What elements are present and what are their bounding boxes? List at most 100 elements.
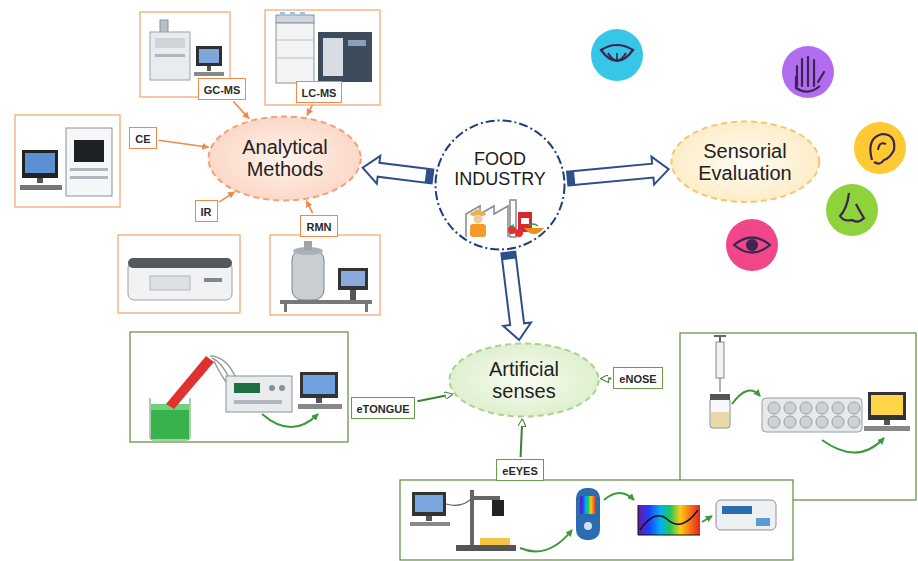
nmr-instrument <box>350 290 356 300</box>
e-nose-setup <box>832 402 844 414</box>
e-eye-setup <box>410 522 450 526</box>
lc-ms-instrument <box>290 12 295 16</box>
technique-label: GC-MS <box>204 84 241 97</box>
pointer-arrow <box>417 394 452 401</box>
e-tongue-setup <box>166 356 214 409</box>
flow-arrow <box>363 156 434 184</box>
e-nose-setup <box>784 416 796 428</box>
flow-arrow <box>363 156 434 184</box>
smell-icon <box>840 193 864 222</box>
instrument-frame <box>15 10 380 315</box>
ce-instrument <box>66 128 112 196</box>
pointer-arrow <box>601 378 611 379</box>
pointer-arrow <box>219 192 234 202</box>
category-title: Sensorial Evaluation <box>692 140 798 184</box>
e-tongue-setup <box>269 385 275 391</box>
ce-instrument <box>20 128 112 196</box>
category-title: Analytical Methods <box>229 136 341 180</box>
e-eye-setup <box>756 518 770 526</box>
e-tongue-setup <box>279 385 285 391</box>
nmr-instrument <box>365 304 368 312</box>
flow-arrow <box>501 252 531 340</box>
device-label: eEYES <box>502 465 537 478</box>
e-nose-setup <box>768 416 780 428</box>
e-nose-setup <box>762 398 862 432</box>
ce-instrument <box>37 178 43 183</box>
lc-ms-instrument <box>276 23 314 83</box>
hearing-icon <box>878 143 886 150</box>
ce-instrument <box>70 176 108 179</box>
e-eye-setup <box>638 505 639 535</box>
e-nose-setup <box>716 342 724 378</box>
pointer-arrow <box>159 140 209 147</box>
e-tongue-setup <box>303 375 335 394</box>
lc-ms-instrument <box>280 12 285 16</box>
e-eye-setup <box>415 495 443 512</box>
pointer-arrow <box>601 377 611 379</box>
category-ellipse: Sensorial Evaluation <box>670 120 821 204</box>
flow-arrow-tail <box>567 171 575 186</box>
industry-icon <box>510 224 514 228</box>
category-ellipse: Analytical Methods <box>207 115 362 202</box>
pointer-arrow <box>306 201 312 214</box>
e-nose-setup <box>720 378 721 392</box>
ellipse-outline <box>209 116 361 200</box>
device-tag: eEYES <box>496 459 543 481</box>
lc-ms-instrument <box>276 40 314 41</box>
pointer-arrow <box>219 192 234 202</box>
device-frame <box>680 333 916 500</box>
industry-icon <box>470 224 486 237</box>
gc-ms-instrument <box>155 54 185 57</box>
lc-ms-instrument <box>348 40 366 46</box>
ce-instrument <box>22 150 58 178</box>
category-title: Artificial senses <box>474 358 574 402</box>
e-nose-setup <box>768 402 780 414</box>
sight-icon <box>746 239 758 251</box>
pointer-arrow <box>417 394 452 401</box>
e-eye-setup <box>456 545 516 551</box>
lc-ms-instrument <box>276 15 314 23</box>
sight-icon <box>734 238 770 253</box>
e-nose-setup <box>768 402 860 428</box>
gc-ms-instrument <box>155 38 185 48</box>
e-tongue-setup <box>234 383 260 393</box>
device-frame <box>130 332 348 442</box>
technique-label: CE <box>135 133 150 146</box>
e-tongue-setup <box>214 361 226 382</box>
device-frame <box>130 332 916 560</box>
hub-circle: FOOD INDUSTRY <box>434 119 566 251</box>
e-nose-setup <box>710 394 730 400</box>
ir-spectrometer <box>128 258 232 268</box>
ir-spectrometer <box>150 276 190 290</box>
industry-icon <box>521 218 529 224</box>
technique-tag: GC-MS <box>198 78 247 100</box>
e-eye-setup <box>480 538 510 545</box>
e-nose-setup <box>884 420 890 425</box>
taste-icon <box>591 29 643 81</box>
device-label: eTONGUE <box>357 403 410 416</box>
gc-ms-instrument <box>150 32 190 80</box>
lc-ms-instrument <box>276 58 314 59</box>
hearing-icon <box>870 134 894 164</box>
hub-title: FOOD INDUSTRY <box>452 150 548 190</box>
e-nose-setup <box>822 438 884 453</box>
hearing-icon <box>854 122 906 174</box>
e-tongue-setup <box>226 376 292 412</box>
taste-icon <box>591 29 643 81</box>
flow-arrow <box>567 157 669 186</box>
hearing-icon <box>854 122 906 174</box>
e-nose-setup <box>784 402 796 414</box>
lc-ms-instrument <box>323 38 343 76</box>
flow-arrow-tail <box>501 252 516 261</box>
industry-icon <box>466 200 544 237</box>
pointer-arrow <box>233 101 249 118</box>
taste-icon <box>608 53 626 61</box>
circle-outline <box>436 121 565 250</box>
e-eye-setup <box>584 522 592 530</box>
e-nose-setup <box>710 398 730 428</box>
touch-icon <box>782 46 834 98</box>
device-frame <box>400 480 793 560</box>
e-eye-setup <box>638 505 700 535</box>
touch-icon <box>782 46 834 98</box>
gc-ms-instrument <box>196 46 222 66</box>
